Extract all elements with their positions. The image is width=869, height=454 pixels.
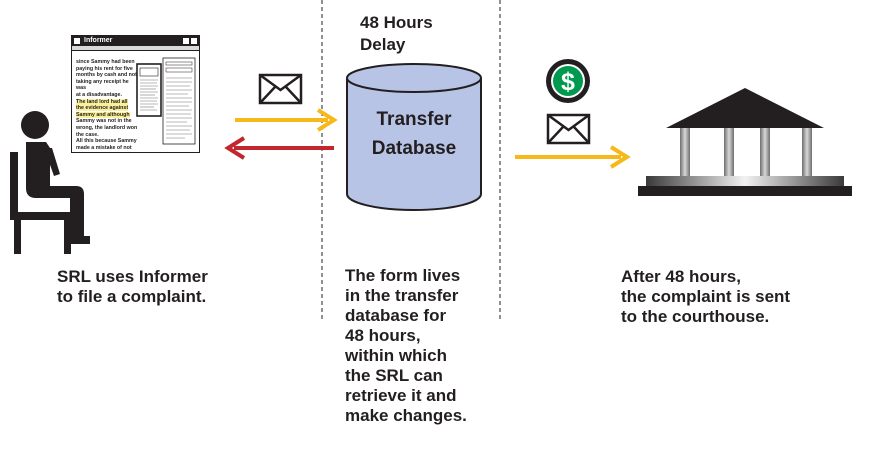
arrow-to-database bbox=[235, 108, 338, 132]
informer-window: Informer since Sammy had been paying his… bbox=[71, 35, 200, 153]
window-menu-box bbox=[74, 38, 80, 44]
window-close-box bbox=[191, 38, 197, 44]
transfer-database-cylinder bbox=[346, 63, 482, 211]
caption-middle: The form lives in the transfer database … bbox=[345, 266, 467, 425]
window-minimize-box bbox=[183, 38, 189, 44]
envelope-icon bbox=[258, 73, 303, 105]
seated-person-icon bbox=[10, 111, 90, 254]
database-label: Transfer Database bbox=[371, 109, 457, 159]
informer-body-text: since Sammy had been paying his rent for… bbox=[76, 59, 138, 151]
envelope-icon-payment bbox=[546, 113, 591, 145]
arrow-back-to-informer bbox=[224, 136, 334, 160]
arrow-to-courthouse bbox=[515, 145, 631, 169]
body-text-after: Sammy was not in the wrong, the landlord… bbox=[76, 118, 138, 151]
caption-left: SRL uses Informer to file a complaint. bbox=[57, 267, 208, 306]
informer-window-title: Informer bbox=[84, 37, 113, 44]
dollar-coin-icon: $ bbox=[546, 59, 590, 103]
delay-label: 48 Hours Delay bbox=[360, 13, 433, 54]
informer-window-titlebar: Informer bbox=[72, 36, 199, 46]
embedded-documents bbox=[136, 57, 196, 145]
window-toolbar-strip bbox=[72, 46, 199, 51]
body-text-highlight: The land lord had all the evidence again… bbox=[76, 98, 130, 118]
body-text-before: since Sammy had been paying his rent for… bbox=[76, 59, 137, 98]
caption-right: After 48 hours, the complaint is sent to… bbox=[621, 267, 791, 326]
courthouse-icon bbox=[638, 88, 852, 196]
svg-text:$: $ bbox=[561, 68, 575, 96]
